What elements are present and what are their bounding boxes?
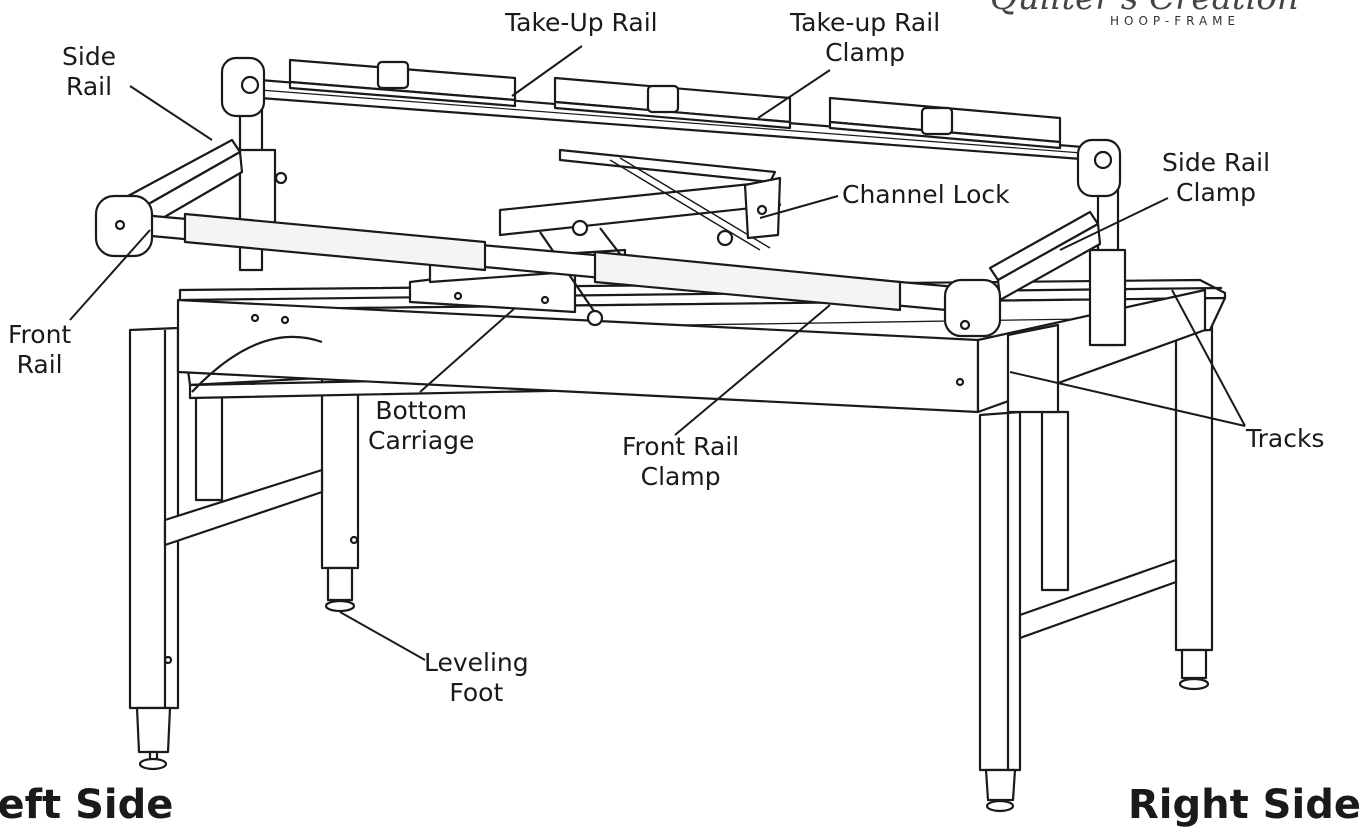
front-right-leg xyxy=(978,410,1022,813)
label-side-rail-clamp: Side Rail Clamp xyxy=(1162,148,1270,208)
label-bottom-carriage-line2: Carriage xyxy=(368,426,475,455)
right-upright xyxy=(1088,178,1127,347)
brand-script-logo: Quilter's Creation xyxy=(990,0,1299,18)
brand-subtitle: HOOP-FRAME xyxy=(1110,14,1241,28)
label-side-rail-line2: Rail xyxy=(66,72,113,101)
front-rail-clamps xyxy=(183,212,902,312)
label-channel-lock: Channel Lock xyxy=(842,180,1010,210)
label-front-rail-clamp: Front Rail Clamp xyxy=(622,432,739,492)
label-front-rail-clamp-line1: Front Rail xyxy=(622,432,740,461)
caption-left-side: Left Side xyxy=(0,782,174,828)
label-bottom-carriage-line1: Bottom xyxy=(375,396,468,425)
label-front-rail: Front Rail xyxy=(8,320,71,380)
caption-right-side: Right Side xyxy=(1128,782,1361,828)
label-front-rail-line2: Rail xyxy=(16,350,63,379)
back-right-leg xyxy=(1174,288,1214,691)
label-take-up-rail-clamp-line2: Clamp xyxy=(825,38,906,67)
label-bottom-carriage: Bottom Carriage xyxy=(368,396,474,456)
leader-lines xyxy=(69,45,1246,661)
label-side-rail-line1: Side xyxy=(62,42,117,71)
label-side-rail-clamp-line2: Clamp xyxy=(1176,178,1256,207)
label-leveling-foot-line2: Foot xyxy=(449,678,504,707)
label-tracks-text: Tracks xyxy=(1246,424,1325,453)
label-take-up-rail: Take-Up Rail xyxy=(505,8,658,38)
label-side-rail-clamp-line1: Side Rail xyxy=(1162,148,1271,177)
label-side-rail: Side Rail xyxy=(62,42,116,102)
label-take-up-rail-text: Take-Up Rail xyxy=(505,8,658,37)
right-side-panel xyxy=(976,288,1207,414)
label-front-rail-clamp-line2: Clamp xyxy=(640,462,721,491)
label-leveling-foot: Leveling Foot xyxy=(424,648,529,708)
take-up-rail-clamps xyxy=(288,58,1062,150)
label-take-up-rail-clamp-line1: Take-up Rail xyxy=(790,8,941,37)
label-tracks: Tracks xyxy=(1246,424,1324,454)
label-take-up-rail-clamp: Take-up Rail Clamp xyxy=(790,8,940,68)
front-left-leg xyxy=(128,326,180,771)
label-front-rail-line1: Front xyxy=(8,320,72,349)
channel-lock xyxy=(743,176,782,240)
label-channel-lock-text: Channel Lock xyxy=(842,180,1010,209)
label-leveling-foot-line1: Leveling xyxy=(424,648,529,677)
